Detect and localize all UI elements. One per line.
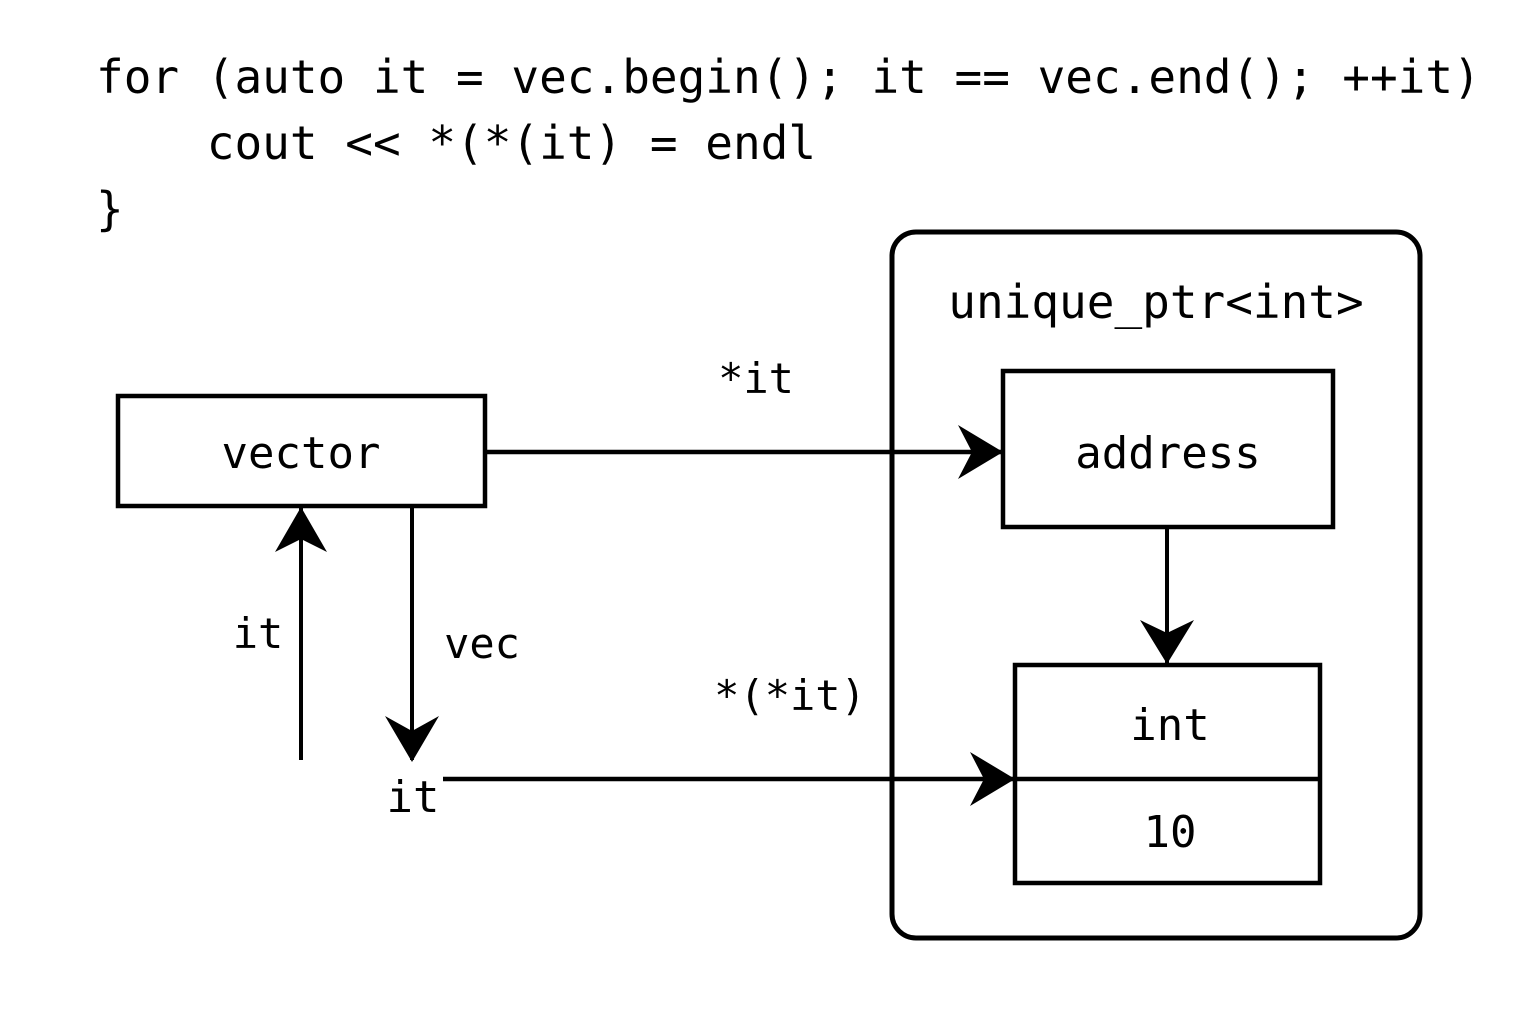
unique-ptr-group-box [889, 229, 1423, 941]
address-box-label: address [1075, 428, 1260, 479]
vector-box-label: vector [222, 428, 381, 479]
int-value-label: 10 [1144, 807, 1197, 858]
edge-iterator-up-label: it [233, 609, 284, 658]
edge-vector-to-address-label: *it [718, 354, 794, 403]
code-line-2: cout << *(*(it) = endl [96, 116, 817, 170]
unique-ptr-group-label: unique_ptr<int> [948, 275, 1363, 329]
edge-vector-down-arrowhead [385, 716, 439, 762]
int-value-box [1012, 662, 1323, 886]
iterator-node-label: it [387, 772, 440, 823]
edge-vector-down-label: vec [444, 619, 520, 668]
code-line-1: for (auto it = vec.begin(); it == vec.en… [96, 50, 1481, 104]
code-line-3: } [96, 182, 124, 236]
edge-address-to-int-arrowhead [1140, 620, 1194, 664]
edge-iterator-up-arrowhead [275, 507, 327, 552]
code-snippet: for (auto it = vec.begin(); it == vec.en… [96, 44, 1481, 242]
edge-vector-to-address-arrowhead [958, 425, 1003, 479]
edge-iterator-to-int-arrowhead [970, 752, 1015, 806]
edge-iterator-to-int-label: *(*it) [714, 671, 866, 720]
int-type-label: int [1130, 700, 1209, 751]
